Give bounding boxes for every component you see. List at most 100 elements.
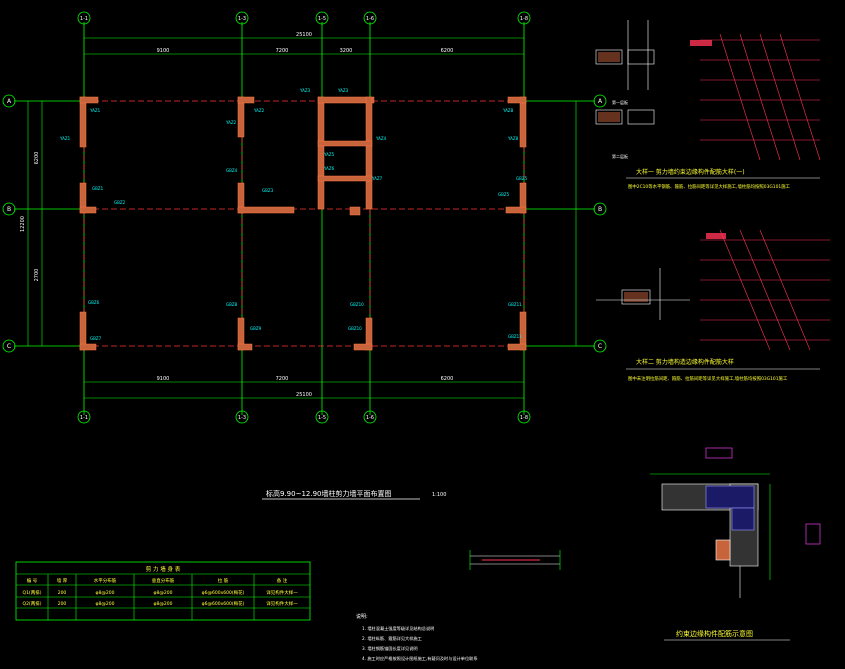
detail2-title: 大样二 剪力墙构造边缘构件配筋大样 <box>636 358 734 366</box>
svg-text:GBZ6: GBZ6 <box>88 300 100 305</box>
detail1-note: 图中2C10等水平钢筋、箍筋、拉筋间距等详见大样施工,墙柱筋均按照03G101施… <box>628 183 791 190</box>
section-label: 第一层板 <box>612 99 628 105</box>
table-cell: Q2(两排) <box>23 600 42 607</box>
grid-label-top: 1-5 <box>318 16 326 22</box>
dim-text: 6200 <box>34 152 40 165</box>
wall-table: 剪 力 墙 身 表 编 号 墙 厚 水平分布筋 垂直分布筋 拉 筋 备 注 Q1… <box>15 561 311 621</box>
section-label: 第二层板 <box>612 153 628 159</box>
grid-label-bottom: 1-3 <box>238 415 246 421</box>
svg-text:YAZ2: YAZ2 <box>253 108 265 113</box>
axis-lines <box>84 100 524 347</box>
dim-text: 9100 <box>157 376 170 382</box>
dim-text: 2700 <box>34 269 40 282</box>
svg-text:GBZ11: GBZ11 <box>508 334 522 339</box>
vertical-grid-lines <box>83 22 525 415</box>
dim-text: 9100 <box>157 48 170 54</box>
table-header: 墙 厚 <box>57 577 68 584</box>
notes: 说明: 1. 墙柱混凝土强度等级详见结构总说明 2. 墙柱纵筋、箍筋详见大样施工… <box>356 613 478 662</box>
svg-text:YAZ7: YAZ7 <box>371 176 383 181</box>
grid-bubble <box>235 11 249 25</box>
grid-label-top: 1-3 <box>238 16 246 22</box>
detail-2: 大样二 剪力墙构造边缘构件配筋大样 图中未注明拉筋间距、箍筋、拉筋间距等详见大样… <box>596 229 830 382</box>
svg-text:GBZ2: GBZ2 <box>114 200 126 205</box>
detail3-title: 约束边缘构件配筋示意图 <box>676 629 753 638</box>
dimension-lines <box>27 37 577 399</box>
svg-text:YAZ3: YAZ3 <box>299 88 311 93</box>
dim-text: 12200 <box>20 216 26 232</box>
table-cell: 200 <box>58 601 67 607</box>
table-header: 垂直分布筋 <box>152 577 175 584</box>
table-title: 剪 力 墙 身 表 <box>146 565 181 573</box>
notes-heading: 说明: <box>356 613 368 620</box>
svg-text:GBZ7: GBZ7 <box>90 336 102 341</box>
svg-text:GBZ3: GBZ3 <box>262 188 274 193</box>
table-header: 备 注 <box>277 577 288 584</box>
svg-text:GBZ5: GBZ5 <box>516 176 528 181</box>
grid-bubble <box>315 11 329 25</box>
grid-bubble <box>517 11 531 25</box>
grid-bubble <box>77 11 91 25</box>
table-header: 拉 筋 <box>218 577 229 584</box>
detail1-title: 大样一 剪力墙约束边缘构件配筋大样(一) <box>636 168 745 176</box>
table-cell: φ6@600x600(梅花) <box>202 600 245 607</box>
note-item: 1. 墙柱混凝土强度等级详见结构总说明 <box>362 625 434 632</box>
svg-text:YAZ8: YAZ8 <box>507 136 519 141</box>
grid-label-bottom: 1-5 <box>318 415 326 421</box>
note-item: 2. 墙柱纵筋、箍筋详见大样施工 <box>362 635 422 642</box>
svg-text:GBZ8: GBZ8 <box>226 302 238 307</box>
table-header: 编 号 <box>27 577 38 584</box>
grid-label-left: A <box>7 98 12 105</box>
grid-label-top: 1-6 <box>366 16 374 22</box>
dim-text: 3200 <box>340 48 353 54</box>
detail-1: 第一层板 第二层板 大样一 剪力墙约束边缘构件配筋大样(一) 图中2C10等水平… <box>595 20 821 190</box>
grid-label-right: B <box>598 206 602 213</box>
table-header: 水平分布筋 <box>94 577 117 584</box>
grid-bubbles-top: 1-1 1-3 1-5 1-6 1-8 <box>77 11 531 25</box>
horizontal-grid-lines <box>14 100 595 347</box>
svg-text:YAZ5: YAZ5 <box>323 152 335 157</box>
svg-text:GBZ10: GBZ10 <box>350 302 364 307</box>
wall-section-small <box>469 550 561 570</box>
grid-label-right: A <box>598 98 603 105</box>
grid-label-bottom: 1-8 <box>520 415 528 421</box>
note-item: 3. 墙柱钢筋锚固长度详见说明 <box>362 645 418 652</box>
plan-title: 标高9.90~12.90墙柱剪力墙平面布置图 <box>266 489 392 498</box>
grid-label-bottom: 1-1 <box>80 415 88 421</box>
note-item: 4. 施工时应严格按照设计图纸施工,有疑问及时与设计单位联系 <box>362 655 478 662</box>
table-cell: Q1(两排) <box>23 589 42 596</box>
dim-text: 7200 <box>276 376 289 382</box>
grid-label-top: 1-1 <box>80 16 88 22</box>
table-cell: φ8@200 <box>154 590 173 596</box>
detail2-note: 图中未注明拉筋间距、箍筋、拉筋间距等详见大样施工,墙柱筋均按照03G101施工 <box>628 375 788 382</box>
svg-text:GBZ9: GBZ9 <box>250 326 262 331</box>
dim-text: 7200 <box>276 48 289 54</box>
grid-label-left: C <box>7 343 11 350</box>
svg-text:YAZ1: YAZ1 <box>89 108 101 113</box>
dim-text: 6200 <box>441 48 454 54</box>
table-cell: φ8@200 <box>96 590 115 596</box>
table-cell: φ8@200 <box>96 601 115 607</box>
wall-columns <box>79 96 527 351</box>
dim-text: 6200 <box>441 376 454 382</box>
grid-bubbles-bottom: 1-1 1-3 1-5 1-6 1-8 <box>77 410 531 424</box>
detail-3: 约束边缘构件配筋示意图 <box>650 447 821 641</box>
svg-text:YAZ6: YAZ6 <box>323 166 335 171</box>
dim-text: 25100 <box>296 392 312 398</box>
grid-bubbles-side: A B C A B C <box>2 94 607 353</box>
svg-text:YAZ4: YAZ4 <box>375 136 387 141</box>
svg-text:YAZ2: YAZ2 <box>225 120 237 125</box>
svg-text:GBZ1: GBZ1 <box>92 186 104 191</box>
svg-text:YAZ1: YAZ1 <box>59 136 71 141</box>
table-cell: φ8@200 <box>154 601 173 607</box>
table-cell: φ6@600x600(梅花) <box>202 589 245 596</box>
grid-label-top: 1-8 <box>520 16 528 22</box>
grid-label-bottom: 1-6 <box>366 415 374 421</box>
dim-text: 25100 <box>296 32 312 38</box>
svg-text:GBZ11: GBZ11 <box>508 302 522 307</box>
grid-label-right: C <box>598 343 602 350</box>
svg-text:GBZ5: GBZ5 <box>498 192 510 197</box>
table-cell: 200 <box>58 590 67 596</box>
